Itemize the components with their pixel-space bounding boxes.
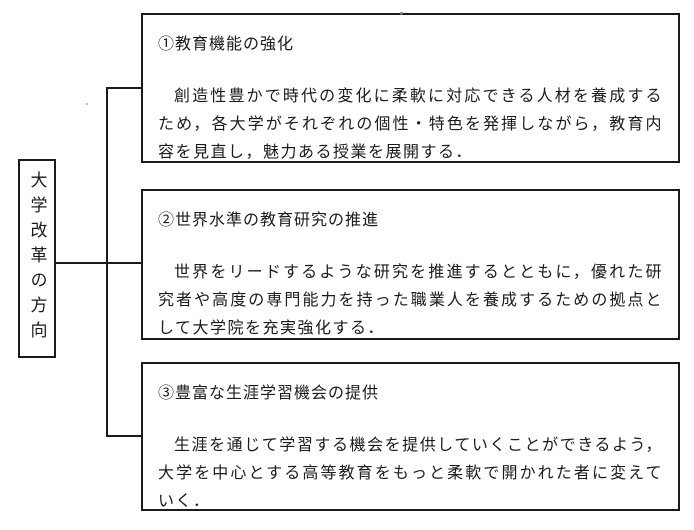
connector-branch-1-line (106, 87, 141, 89)
branch-3-title: ③豊富な生涯学習機会の提供 (158, 383, 380, 402)
branch-3-body: 生涯を通じて学習する機会を提供していくことができるよう，大学を中心とする高等教育… (158, 435, 663, 510)
root-node-label: 大学改革の方向 (26, 171, 47, 346)
branch-2-body: 世界をリードするような研究を推進するとともに，優れた研究者や高度の専門能力を持っ… (158, 262, 663, 337)
connector-branch-3-line (106, 435, 141, 437)
scan-speck (86, 103, 88, 105)
connector-root-to-trunk-line (56, 262, 141, 264)
branch-1-body: 創造性豊かで時代の変化に柔軟に対応できる人材を養成するため，各大学がそれぞれの個… (158, 86, 663, 161)
branch-box-3: ③豊富な生涯学習機会の提供 生涯を通じて学習する機会を提供していくことができるよ… (141, 362, 680, 511)
branch-1-title: ①教育機能の強化 (158, 34, 295, 53)
root-node-box: 大学改革の方向 (18, 159, 56, 358)
scan-speck (400, 12, 403, 15)
branch-box-2: ②世界水準の教育研究の推進 世界をリードするような研究を推進するとともに，優れた… (141, 189, 680, 340)
branch-2-title: ②世界水準の教育研究の推進 (158, 210, 380, 229)
branch-box-1: ①教育機能の強化 創造性豊かで時代の変化に柔軟に対応できる人材を養成するため，各… (141, 13, 680, 163)
